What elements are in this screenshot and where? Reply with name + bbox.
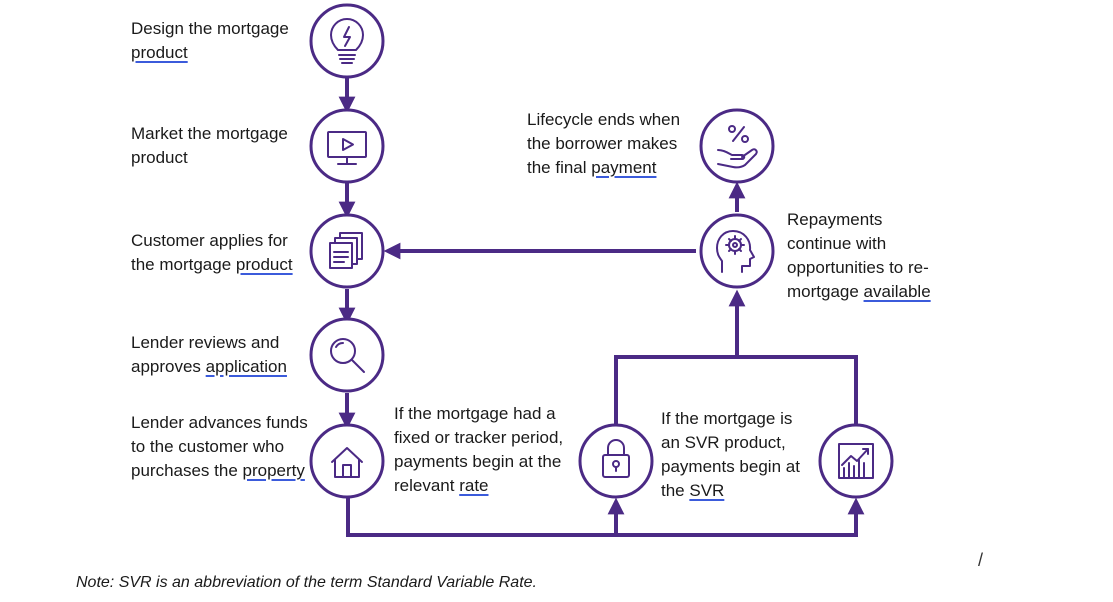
step-design-label: Design the mortgage product [131,17,311,65]
step-advances-text: Lender advances funds to the customer wh… [131,413,308,480]
step-fixed-link: rate [459,476,489,495]
head-gear-icon [716,230,755,273]
connector-bottom [346,497,865,537]
monitor-play-icon [327,131,367,165]
step-reviews-label: Lender reviews and approves application [131,331,306,379]
step-fixed-label: If the mortgage had a fixed or tracker p… [394,402,579,498]
footnote: Note: SVR is an abbreviation of the term… [76,574,537,591]
step-advances-label: Lender advances funds to the customer wh… [131,411,311,483]
step-market-text: Market the mortgage product [131,124,288,167]
step-fixed-text: If the mortgage had a fixed or tracker p… [394,404,564,495]
circle-advances [309,423,385,499]
step-repayments-label: Repayments continue with opportunities t… [787,208,945,304]
magnifier-icon [330,338,365,373]
documents-icon [329,232,363,269]
lightbulb-icon [330,18,364,64]
step-lifecycle-label: Lifecycle ends when the borrower makes t… [527,108,695,180]
step-lifecycle-link: payment [591,158,657,177]
step-repayments-link: available [863,282,931,301]
step-reviews-link: application [205,357,287,376]
step-svr-label: If the mortgage is an SVR product, payme… [661,407,813,503]
circle-market [309,108,385,184]
step-lifecycle-text: Lifecycle ends when the borrower makes t… [527,110,681,177]
chart-icon [838,443,874,479]
step-design-link: product [131,43,188,62]
circle-reviews [309,317,385,393]
text-cursor-mark: / [978,550,984,570]
step-reviews-text: Lender reviews and approves [131,333,280,376]
step-applies-text: Customer applies for the mortgage [131,231,288,274]
step-applies-link: product [235,255,293,274]
circle-lifecycle [699,108,775,184]
step-repayments-text: Repayments continue with opportunities t… [787,210,929,301]
step-applies-label: Customer applies for the mortgage produc… [131,229,311,277]
step-svr-text: If the mortgage is an SVR product, payme… [661,409,800,500]
hand-percent-icon [717,125,758,169]
step-svr-link: SVR [689,481,725,500]
step-market-label: Market the mortgage product [131,122,311,170]
step-advances-link: property [242,461,305,480]
house-icon [331,447,363,478]
padlock-icon [602,439,630,478]
step-design-text: Design the mortgage [131,19,289,38]
